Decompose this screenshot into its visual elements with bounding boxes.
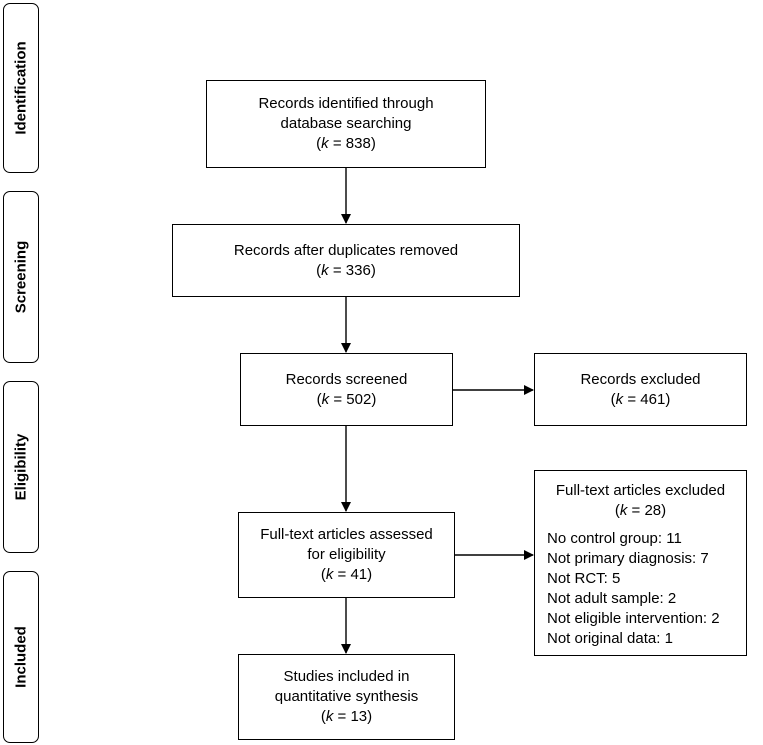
phase-screening: Screening: [3, 191, 39, 363]
exclusion-reason: Not eligible intervention: 2: [547, 610, 720, 627]
exclusion-reason: Not RCT: 5: [547, 570, 621, 587]
count-value: = 461: [627, 390, 666, 408]
box-fulltext-excluded-title: Full-text articles excluded: [555, 482, 726, 499]
count-value: = 28: [631, 502, 662, 519]
exclusion-reasons-list: No control group: 11 Not primary diagnos…: [547, 529, 734, 649]
box-records-identified: Records identified through database sear…: [206, 80, 486, 168]
exclusion-reason: Not original data: 1: [547, 630, 673, 647]
count-value: = 502: [333, 390, 372, 408]
phase-eligibility: Eligibility: [3, 381, 39, 553]
count-value: = 838: [332, 135, 371, 152]
box-studies-included-line-2: quantitative synthesis: [274, 688, 419, 705]
box-records-identified-line-2: database searching: [280, 115, 412, 132]
box-fulltext-assessed-line-1: Full-text articles assessed: [260, 526, 433, 543]
k-symbol: k: [321, 135, 329, 152]
box-studies-included: Studies included in quantitative synthes…: [238, 654, 455, 740]
box-records-identified-count: (k = 838): [316, 135, 376, 152]
k-symbol: k: [321, 261, 329, 279]
phase-included: Included: [3, 571, 39, 743]
box-records-excluded-count: (k = 461): [610, 390, 671, 408]
box-records-screened-count: (k = 502): [316, 390, 377, 408]
box-studies-included-count: (k = 13): [320, 708, 373, 725]
k-symbol: k: [325, 566, 334, 583]
k-symbol: k: [615, 390, 624, 408]
k-symbol: k: [321, 390, 330, 408]
box-records-screened: Records screened (k = 502): [240, 353, 453, 426]
box-fulltext-assessed: Full-text articles assessed for eligibil…: [238, 512, 455, 598]
exclusion-reason: No control group: 11: [547, 530, 682, 547]
exclusion-reason: Not primary diagnosis: 7: [547, 550, 709, 567]
count-value: = 13: [337, 708, 368, 725]
exclusion-reason: Not adult sample: 2: [547, 590, 677, 607]
k-symbol: k: [619, 502, 628, 519]
box-records-excluded: Records excluded (k = 461): [534, 353, 747, 426]
k-symbol: k: [325, 708, 334, 725]
box-fulltext-assessed-count: (k = 41): [320, 566, 373, 583]
box-records-after-duplicates-line-1: Records after duplicates removed: [233, 241, 459, 259]
box-records-after-duplicates-count: (k = 336): [316, 261, 376, 279]
box-records-screened-line-1: Records screened: [285, 370, 408, 388]
box-records-identified-line-1: Records identified through: [258, 95, 434, 112]
phase-identification: Identification: [3, 3, 39, 173]
count-value: = 336: [332, 261, 371, 279]
box-fulltext-excluded-count: (k = 28): [614, 502, 667, 519]
box-fulltext-assessed-line-2: for eligibility: [307, 546, 386, 563]
box-records-excluded-line-1: Records excluded: [580, 370, 701, 388]
box-studies-included-line-1: Studies included in: [283, 668, 410, 685]
count-value: = 41: [337, 566, 368, 583]
box-fulltext-excluded: Full-text articles excluded (k = 28) No …: [534, 470, 747, 656]
box-records-after-duplicates: Records after duplicates removed (k = 33…: [172, 224, 520, 297]
